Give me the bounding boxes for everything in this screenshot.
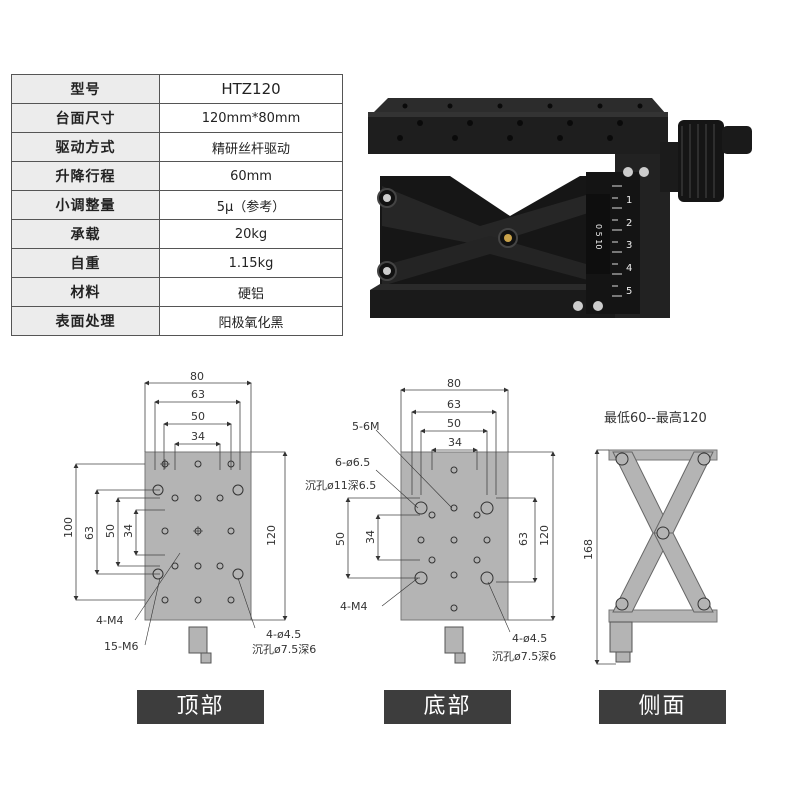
spec-value: 1.15kg (159, 248, 343, 278)
top-note-4m4: 4-M4 (96, 614, 123, 627)
bottom-note-counterbore-11: 沉孔ø11深6.5 (305, 479, 376, 492)
spec-label: 材料 (11, 277, 160, 307)
spec-label: 承载 (11, 219, 160, 249)
caption-top-view: 顶部 (137, 690, 264, 724)
bottom-dim-50v: 50 (334, 532, 347, 546)
side-view-drawing: 最低60--最高120 168 (582, 410, 718, 665)
product-photo: 0 5 10 1 2 3 4 5 (368, 98, 752, 318)
bottom-dim-120: 120 (538, 525, 551, 546)
top-view-drawing: 80 63 50 34 100 63 50 34 120 (62, 370, 316, 664)
bottom-note-6d65: 6-ø6.5 (335, 456, 370, 469)
spec-label: 驱动方式 (11, 132, 160, 162)
bottom-view-drawing: 80 63 50 34 50 34 63 120 (305, 377, 556, 664)
spec-label: 自重 (11, 248, 160, 278)
spec-label: 升降行程 (11, 161, 160, 191)
top-note-4d45: 4-ø4.5 (266, 628, 301, 641)
spec-label: 型号 (11, 74, 160, 104)
spec-value: HTZ120 (159, 74, 343, 104)
side-range-note: 最低60--最高120 (604, 410, 707, 426)
spec-value: 硬铝 (159, 277, 343, 307)
bottom-note-4m4: 4-M4 (340, 600, 367, 613)
spec-value: 120mm*80mm (159, 103, 343, 133)
bottom-note-counterbore-75: 沉孔ø7.5深6 (492, 650, 556, 663)
scale-number: 4 (626, 263, 632, 274)
bottom-dim-50: 50 (447, 417, 461, 430)
bottom-dim-80: 80 (447, 377, 461, 390)
top-dim-80: 80 (190, 370, 204, 383)
spec-value: 60mm (159, 161, 343, 191)
caption-bottom-view: 底部 (384, 690, 511, 724)
top-note-counterbore: 沉孔ø7.5深6 (252, 643, 316, 656)
spec-label: 表面处理 (11, 306, 160, 336)
top-dim-50: 50 (191, 410, 205, 423)
spec-row: 表面处理阳极氧化黑 (11, 306, 343, 336)
bottom-dim-63: 63 (447, 398, 461, 411)
bottom-dim-34: 34 (448, 436, 462, 449)
bottom-note-5-6m: 5-6M (352, 420, 379, 433)
top-dim-63v: 63 (83, 526, 96, 540)
bottom-dim-63v: 63 (517, 532, 530, 546)
top-dim-50v: 50 (104, 524, 117, 538)
top-dim-63: 63 (191, 388, 205, 401)
bottom-note-4d45: 4-ø4.5 (512, 632, 547, 645)
top-dim-34v: 34 (122, 524, 135, 538)
caption-side-view: 侧面 (599, 690, 726, 724)
scale-number: 5 (626, 286, 632, 297)
scale-number: 2 (626, 218, 632, 229)
top-note-15m6: 15-M6 (104, 640, 138, 653)
top-dim-120: 120 (265, 525, 278, 546)
top-dim-34: 34 (191, 430, 205, 443)
spec-label: 小调整量 (11, 190, 160, 220)
spec-value: 5μ（参考） (159, 190, 343, 220)
scale-number: 3 (626, 240, 632, 251)
side-dim-168: 168 (582, 539, 595, 560)
vernier-text: 0 5 10 (594, 224, 603, 249)
bottom-dim-34v: 34 (364, 530, 377, 544)
spec-row: 驱动方式精研丝杆驱动 (11, 132, 343, 162)
scale-number: 1 (626, 195, 632, 206)
top-dim-100: 100 (62, 517, 75, 538)
spec-value: 阳极氧化黑 (159, 306, 343, 336)
spec-row: 材料硬铝 (11, 277, 343, 307)
spec-value: 精研丝杆驱动 (159, 132, 343, 162)
